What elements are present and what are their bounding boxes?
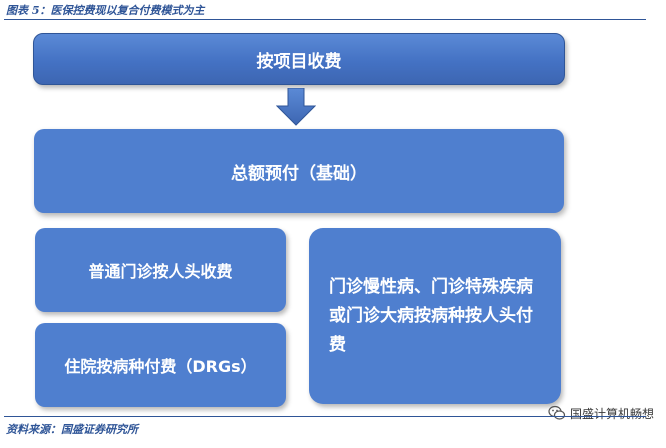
fee-per-item-box: 按项目收费 bbox=[33, 33, 565, 85]
watermark: 国盛计算机畅想 bbox=[548, 404, 654, 422]
figure-caption: 图表 5：医保控费现以复合付费模式为主 bbox=[6, 4, 205, 17]
down-arrow-icon bbox=[276, 88, 316, 126]
drg-inpatient-label: 住院按病种付费（DRGs） bbox=[64, 357, 257, 376]
watermark-label: 国盛计算机畅想 bbox=[569, 406, 654, 421]
caption-divider bbox=[4, 19, 646, 20]
global-budget-label: 总额预付（基础） bbox=[231, 163, 367, 184]
fee-per-item-label: 按项目收费 bbox=[256, 51, 342, 72]
capitation-outpatient-label: 普通门诊按人头收费 bbox=[88, 262, 233, 281]
chronic-disease-label: 门诊慢性病、门诊特殊疾病或门诊大病按病种按人头付费 bbox=[329, 276, 533, 355]
wechat-icon bbox=[548, 405, 566, 420]
source-divider bbox=[4, 416, 646, 417]
chronic-disease-box: 门诊慢性病、门诊特殊疾病或门诊大病按病种按人头付费 bbox=[309, 228, 561, 404]
drg-inpatient-box: 住院按病种付费（DRGs） bbox=[35, 323, 286, 407]
capitation-outpatient-box: 普通门诊按人头收费 bbox=[35, 228, 286, 312]
source-note: 资料来源：国盛证券研究所 bbox=[6, 423, 138, 436]
global-budget-box: 总额预付（基础） bbox=[34, 129, 564, 213]
